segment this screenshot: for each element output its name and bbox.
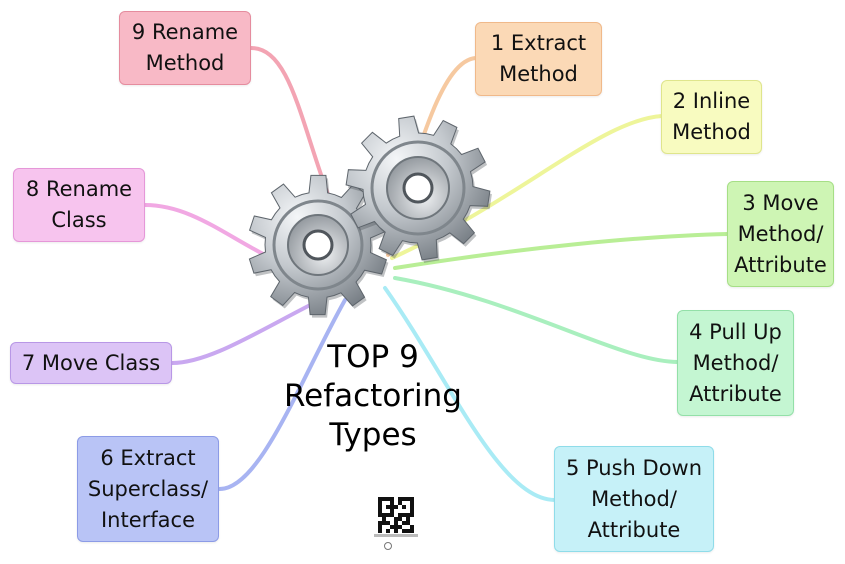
node-extract-method[interactable]: 1 Extract Method xyxy=(475,22,602,96)
branch-line xyxy=(249,46,332,202)
branch-line xyxy=(393,276,680,364)
branch-line xyxy=(217,298,347,492)
central-topic[interactable]: TOP 9 Refactoring Types xyxy=(284,339,462,453)
node-inline-method[interactable]: 2 Inline Method xyxy=(661,80,762,154)
node-pull-up-method-attribute[interactable]: 4 Pull Up Method/ Attribute xyxy=(677,310,794,416)
node-extract-superclass-interface[interactable]: 6 Extract Superclass/ Interface xyxy=(77,436,219,542)
branch-line xyxy=(393,232,730,270)
qr-code-icon xyxy=(378,497,414,533)
node-move-class[interactable]: 7 Move Class xyxy=(10,342,172,384)
small-gear-icon xyxy=(345,115,492,263)
node-rename-method[interactable]: 9 Rename Method xyxy=(119,11,251,85)
branch-line xyxy=(170,298,322,365)
qr-caption xyxy=(374,534,418,537)
branch-line xyxy=(383,286,557,502)
node-move-method-attribute[interactable]: 3 Move Method/ Attribute xyxy=(727,181,834,287)
node-push-down-method-attribute[interactable]: 5 Push Down Method/ Attribute xyxy=(554,446,714,552)
logo-icon xyxy=(384,542,392,550)
node-rename-class[interactable]: 8 Rename Class xyxy=(13,168,145,242)
